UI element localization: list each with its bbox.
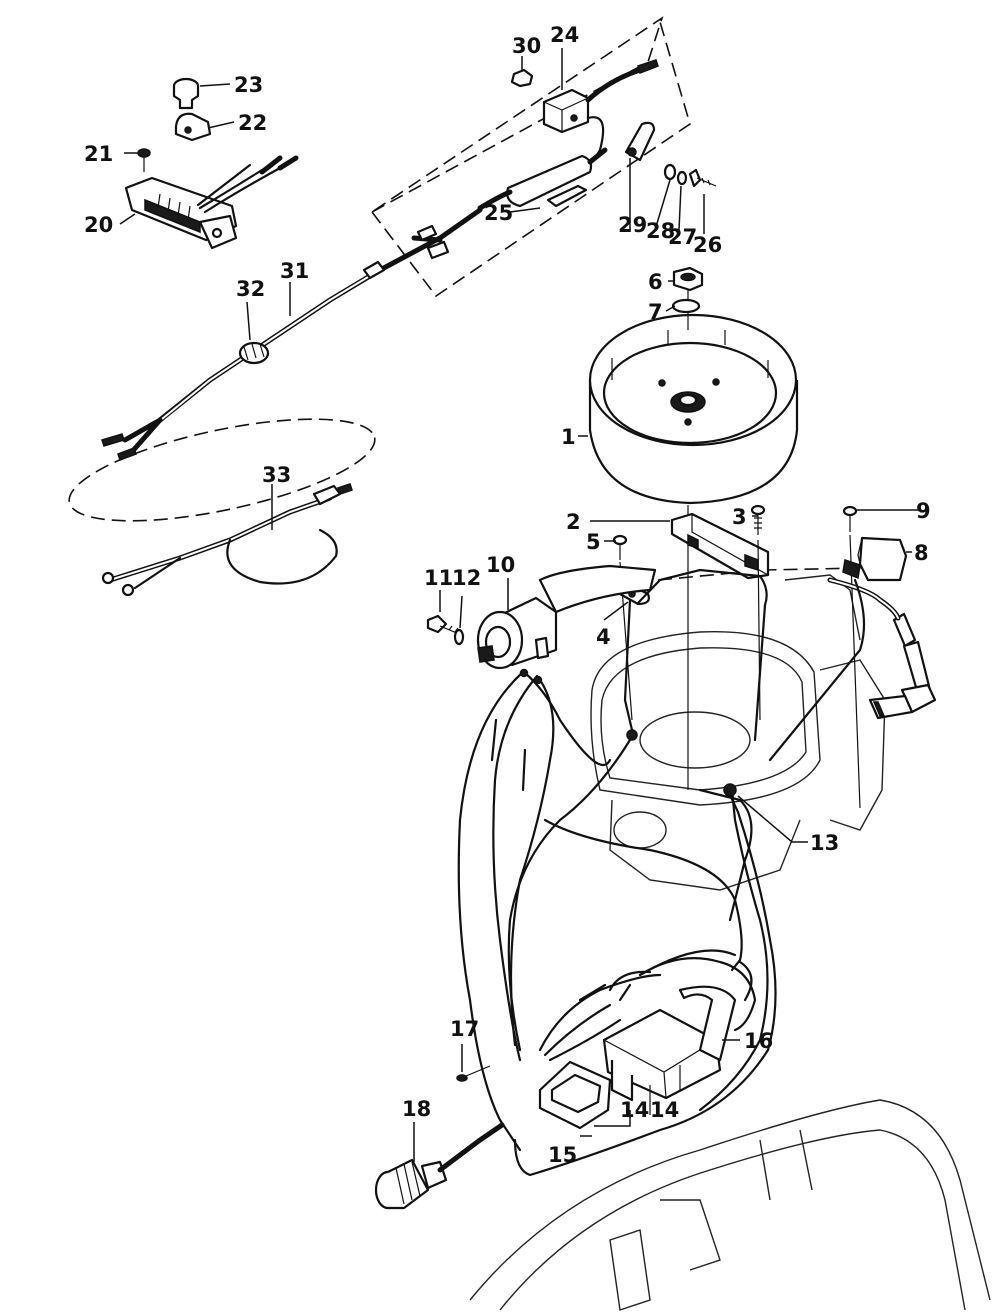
callout-24: 24 [550,23,579,47]
callout-7: 7 [648,300,663,324]
relay-box [542,88,590,134]
cdi-screw [456,1065,491,1082]
callout-20: 20 [84,213,113,237]
guide-line-9 [849,534,861,809]
callout-14b: 14 [650,1098,679,1122]
harness-connector [374,1158,448,1210]
wire-bundle [538,949,757,1062]
rectifier [124,176,238,250]
callout-31: 31 [280,259,309,283]
dashed-group-outline-cable [68,418,376,522]
high-tension-lead-inner [829,579,899,619]
callout-10: 10 [486,553,515,577]
pulser-coil [670,512,770,580]
flywheel-washer [671,298,701,314]
coil-terminal-b [533,675,543,685]
callout-3: 3 [732,505,747,529]
dashed-group-outline-harness [371,16,691,298]
callout-17: 17 [450,1017,479,1041]
callout-9: 9 [916,499,931,523]
callout-18: 18 [402,1097,431,1121]
leader-lines [119,48,920,1162]
callout-5: 5 [586,530,601,554]
washer-27 [676,170,688,186]
rectifier-screw [137,148,151,172]
lower-cowl-outline [469,1099,991,1311]
rectifier-leads [196,163,282,214]
callout-27: 27 [668,225,697,249]
callout-30: 30 [512,34,541,58]
callout-22: 22 [238,111,267,135]
battery-cable-33 [101,483,353,597]
cable-clamp [174,112,212,142]
callout-23: 23 [234,73,263,97]
callout-1: 1 [561,425,576,449]
callout-28: 28 [646,219,675,243]
callout-11: 11 [424,566,453,590]
ignition-resistor [842,536,908,582]
callout-2: 2 [566,510,581,534]
callout-13: 13 [810,831,839,855]
callout-21: 21 [84,142,113,166]
callout-8: 8 [914,541,929,565]
callout-26: 26 [693,233,722,257]
relay-lead-terminal [637,59,659,74]
callout-29: 29 [618,213,647,237]
cdi-bracket [538,1060,612,1130]
battery-cable [101,260,386,461]
callout-numbers: 1 2 3 4 5 6 7 8 9 10 11 12 13 14 14 15 1… [84,23,931,1167]
fuse-holder [477,147,608,211]
callout-6: 6 [648,270,663,294]
callout-16: 16 [744,1029,773,1053]
coil-washer [453,628,465,646]
rectifier-lead-ends [259,155,299,175]
callout-14a: 14 [620,1098,649,1122]
callout-33: 33 [262,463,291,487]
connector-cable [437,1122,505,1173]
washer-28 [663,163,677,181]
spark-plug-cap [868,612,937,720]
nut-30 [510,68,534,88]
coil-terminal-a [519,668,529,678]
clamp-bolt [172,77,200,110]
relay-lead [585,67,643,103]
callout-4: 4 [596,625,611,649]
mount-screw-9 [842,505,858,532]
callout-25: 25 [484,201,513,225]
bolt-26 [688,168,717,188]
ignition-coil [476,564,657,670]
ground-terminal [723,783,737,797]
pulser-screw [750,504,766,535]
callout-32: 32 [236,277,265,301]
cdi-unit [602,985,737,1115]
wiring [457,568,866,1177]
flywheel [588,313,799,505]
harness-terminal [626,729,638,741]
mount-screw-5 [612,534,628,560]
flywheel-nut [672,266,704,292]
harness-branch [377,207,483,273]
callout-15: 15 [548,1143,577,1167]
coil-bolt [426,614,465,637]
callout-12: 12 [452,566,481,590]
ground-terminal-lug [624,121,656,162]
